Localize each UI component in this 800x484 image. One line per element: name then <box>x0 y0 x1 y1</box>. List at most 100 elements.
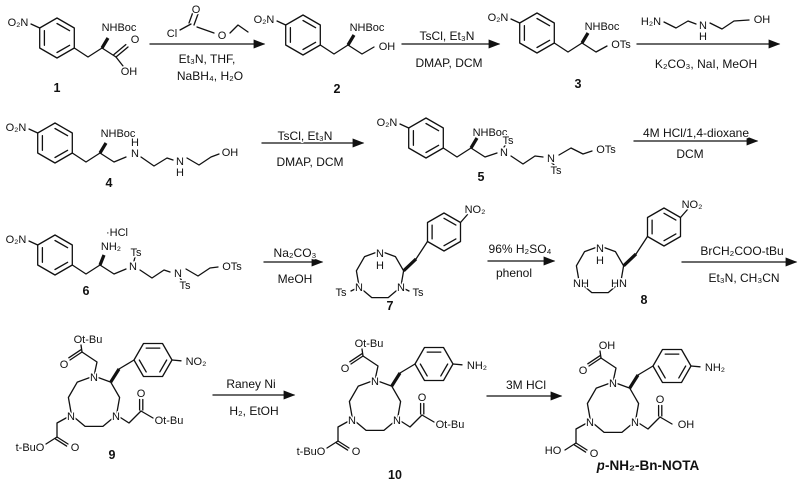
step-1-arrow: O Cl O Et₃N, THF, NaBH₄, H₂O <box>149 3 266 85</box>
n-label: N <box>129 261 137 273</box>
n-label: N <box>371 376 379 388</box>
bond <box>503 142 508 148</box>
step-2-arrow: TsCl, Et₃N DMAP, DCM <box>401 28 501 72</box>
step-1-reagent-line-1: Et₃N, THF, <box>179 52 236 66</box>
o-label: O <box>60 359 69 371</box>
compound-8-number: 8 <box>641 293 648 307</box>
bond <box>140 156 174 167</box>
stereo-wedge-bond <box>580 32 590 44</box>
nhboc-label: NHBoc <box>102 22 137 34</box>
n-label: N <box>500 147 508 159</box>
bond <box>133 256 136 262</box>
bond <box>179 277 183 282</box>
step-6-reagent-below: MeOH <box>278 272 313 286</box>
oh-label: OH <box>754 14 771 26</box>
step-2-reagent-below: DMAP, DCM <box>415 56 482 70</box>
step-6-arrow: Na₂CO₃ MeOH <box>263 245 324 288</box>
o2n-label: O₂N <box>377 117 398 129</box>
aminoethanol-structure: H₂N N H OH <box>639 13 771 45</box>
compound-4-number: 4 <box>106 176 113 190</box>
ots-label: OTs <box>596 144 616 156</box>
o-label: O <box>590 448 599 460</box>
final-product-name-rest: -NH₂-Bn-NOTA <box>605 458 699 473</box>
n-label: N <box>631 417 639 429</box>
benzene-ring <box>510 12 583 54</box>
no2-label: NO₂ <box>682 199 703 211</box>
bond <box>139 269 171 279</box>
bond <box>185 266 219 277</box>
step-7-reagent-above: 96% H₂SO₄ <box>489 242 552 256</box>
stereo-wedge-bond <box>100 37 110 49</box>
cl-label: Cl <box>167 28 177 40</box>
no2-label: NO₂ <box>186 356 207 368</box>
ts-label: Ts <box>336 287 348 299</box>
o-label: O <box>418 392 427 404</box>
otbu-label: Ot-Bu <box>74 334 103 346</box>
stereo-wedge-bond <box>98 254 106 266</box>
n-label: N <box>112 411 120 423</box>
n-label: N <box>176 156 184 168</box>
n-label: N <box>131 148 139 160</box>
o-label: O <box>352 446 361 458</box>
n-label: N <box>67 411 75 423</box>
compound-1-number: 1 <box>54 81 61 95</box>
ts-label: Ts <box>180 280 192 292</box>
tbuo-label: t-BuO <box>16 442 45 454</box>
h-label: H <box>596 255 604 267</box>
h-label: H <box>176 167 184 179</box>
bond <box>99 264 127 275</box>
benzene-ring <box>28 234 101 276</box>
step-9-reagent-below: H₂, EtOH <box>229 404 278 418</box>
n-label: N <box>586 417 594 429</box>
compound-10: Ot-Bu O NH₂ N N N O Ot-Bu O t-BuO 10 <box>295 337 488 484</box>
step-10-reagent-above: 3M HCl <box>506 378 546 392</box>
o-label: O <box>579 365 588 377</box>
oh-label: OH <box>379 41 396 53</box>
n-label: N <box>376 248 384 260</box>
compound-3-number: 3 <box>575 77 582 91</box>
benzene-ring <box>399 117 472 159</box>
step-10-arrow: 3M HCl <box>486 377 563 401</box>
compound-9-number: 9 <box>109 448 116 462</box>
compound-2-number: 2 <box>334 82 341 96</box>
step-3-arrow: H₂N N H OH K₂CO₃, NaI, MeOH <box>636 13 781 73</box>
o2n-label: O₂N <box>254 14 275 26</box>
step-8-arrow: BrCH₂COO-tBu Et₃N, CH₃CN <box>681 243 798 287</box>
step-4-reagent-below: DMAP, DCM <box>276 155 343 169</box>
step-6-reagent-above: Na₂CO₃ <box>274 246 317 260</box>
h-label: H <box>131 137 139 149</box>
nh2-label: NH₂ <box>705 362 725 374</box>
stereo-wedge-bond <box>98 142 108 154</box>
ts-label: Ts <box>503 135 515 147</box>
bond <box>99 152 127 163</box>
o2n-label: O₂N <box>8 17 29 29</box>
nh2-label: NH₂ <box>467 360 487 372</box>
n-label: N <box>355 282 363 294</box>
benzene-ring <box>276 14 349 56</box>
compound-5: O₂N NHBoc Ts N N Ts OTs 5 <box>375 116 618 186</box>
compound-10-number: 10 <box>388 468 402 482</box>
final-product-name-prefix: p <box>596 458 605 473</box>
compound-9: Ot-Bu O NO₂ N N N O Ot-Bu O t-BuO 9 <box>14 333 208 464</box>
compound-7: N H N N Ts Ts NO₂ 7 <box>334 203 487 315</box>
bond <box>558 147 593 156</box>
bond <box>510 155 544 165</box>
step-1-reagent-line-2: NaBH₄, H₂O <box>177 69 243 83</box>
step-5-reagent-below: DCM <box>676 147 703 161</box>
oh-label: OH <box>222 147 239 159</box>
n-label: N <box>699 20 707 32</box>
step-2-reagent-above: TsCl, Et₃N <box>420 29 475 43</box>
ots-label: OTs <box>222 261 242 273</box>
otbu-label: Ot-Bu <box>155 415 184 427</box>
bond <box>196 26 215 34</box>
final-product: OH O NH₂ N N N O OH O HO p-NH₂-Bn-NOTA <box>543 339 726 475</box>
ethyl-chloroformate-structure: O Cl O <box>165 3 249 44</box>
h-label: H <box>376 260 384 272</box>
step-8-reagent-below: Et₃N, CH₃CN <box>708 271 779 285</box>
nhboc-label: NHBoc <box>350 22 385 34</box>
bond <box>179 23 192 31</box>
o2n-label: O₂N <box>6 234 27 246</box>
nhboc-label: NHBoc <box>473 127 508 139</box>
